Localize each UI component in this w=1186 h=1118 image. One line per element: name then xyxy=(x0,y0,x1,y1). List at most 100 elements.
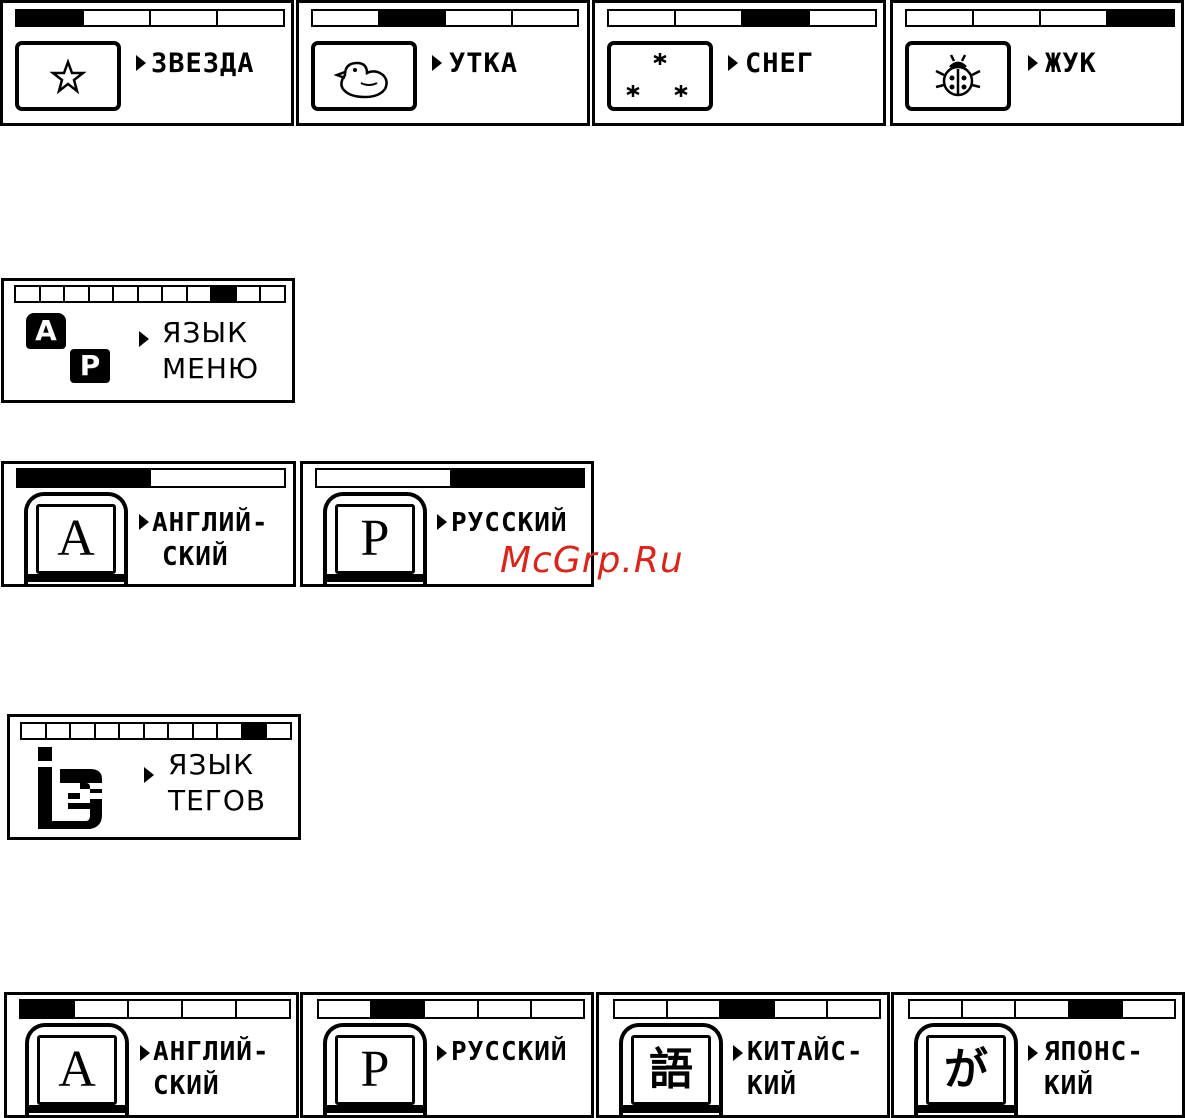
progress-segment xyxy=(513,11,578,25)
letter-glyph: P xyxy=(361,513,390,565)
watermark: McGrp.Ru xyxy=(500,540,684,581)
progress-segment xyxy=(47,724,72,738)
item-label-line2: СКИЙ xyxy=(162,540,229,574)
item-label-line1: ЯЗЫК xyxy=(168,747,254,783)
frame-shadow xyxy=(327,1105,423,1113)
duck-icon xyxy=(315,45,413,107)
icon-frame xyxy=(311,41,417,111)
lcd-screen-menu-language: A P ЯЗЫК МЕНЮ xyxy=(1,278,295,403)
frame-shadow xyxy=(29,1105,125,1113)
progress-segment xyxy=(21,1001,75,1017)
progress-segment xyxy=(114,287,139,301)
item-label-line1: АНГЛИЙ- xyxy=(153,1035,270,1069)
badge-p: P xyxy=(70,349,110,383)
progress-fill xyxy=(18,470,151,486)
progress-segment xyxy=(96,724,121,738)
lcd-screen-tag-russian: P РУССКИЙ xyxy=(300,992,594,1118)
progress-bar xyxy=(311,9,579,27)
letter-glyph: A xyxy=(57,513,95,565)
progress-segment xyxy=(1123,1001,1174,1017)
progress-bar xyxy=(16,468,286,488)
progress-bar xyxy=(15,9,285,27)
japanese-char-icon: が xyxy=(926,1035,1006,1105)
item-label-line1: ЯПОНС- xyxy=(1044,1035,1144,1069)
progress-segment xyxy=(446,11,513,25)
letter-a-icon: A xyxy=(37,1035,117,1105)
progress-bar xyxy=(315,468,585,488)
progress-segment xyxy=(218,11,283,25)
item-label-line1: КИТАЙС- xyxy=(747,1035,864,1069)
progress-segment xyxy=(676,11,743,25)
progress-segment xyxy=(319,1001,372,1017)
item-label-line1: АНГЛИЙ- xyxy=(152,506,269,540)
progress-segment xyxy=(84,11,151,25)
lcd-screen-tag-chinese: 語 КИТАЙС- КИЙ xyxy=(596,992,890,1118)
selector-arrow-icon xyxy=(432,55,442,71)
selector-arrow-icon xyxy=(144,767,154,783)
progress-segment xyxy=(974,11,1041,25)
item-label-line1: РУССКИЙ xyxy=(451,506,568,540)
language-a-p-icon: A P xyxy=(26,313,116,383)
progress-segment xyxy=(743,11,810,25)
progress-segment xyxy=(828,1001,879,1017)
item-label: СНЕГ xyxy=(745,47,814,81)
progress-segment xyxy=(615,1001,668,1017)
progress-segment xyxy=(145,724,170,738)
lcd-screen-menu-english: A АНГЛИЙ- СКИЙ xyxy=(1,461,296,587)
progress-segment xyxy=(963,1001,1016,1017)
progress-segment xyxy=(775,1001,828,1017)
selector-arrow-icon xyxy=(437,1045,447,1061)
progress-segment xyxy=(139,287,164,301)
lcd-screen-snow: СНЕГ xyxy=(592,0,886,126)
item-label-line2: КИЙ xyxy=(747,1069,797,1103)
lcd-screen-duck: УТКА xyxy=(296,0,590,126)
letter-a-icon: A xyxy=(36,504,116,574)
selector-arrow-icon xyxy=(437,514,447,530)
progress-bar xyxy=(14,285,286,303)
progress-segment xyxy=(151,11,218,25)
progress-segment xyxy=(17,11,84,25)
progress-segment xyxy=(1070,1001,1123,1017)
progress-segment xyxy=(380,11,447,25)
progress-segment xyxy=(16,287,41,301)
progress-segment xyxy=(163,287,188,301)
progress-segment xyxy=(910,1001,963,1017)
progress-segment xyxy=(183,1001,237,1017)
selector-arrow-icon xyxy=(140,1045,150,1061)
progress-segment xyxy=(532,1001,583,1017)
snow-icon xyxy=(611,45,709,107)
progress-segment xyxy=(188,287,213,301)
item-label-line1: ЯЗЫК xyxy=(162,315,248,351)
item-label: УТКА xyxy=(449,47,518,81)
frame-shadow xyxy=(918,1105,1014,1113)
letter-p-icon: P xyxy=(335,1035,415,1105)
frame-shadow xyxy=(28,574,124,582)
progress-segment xyxy=(1016,1001,1069,1017)
progress-bar xyxy=(607,9,877,27)
progress-segment xyxy=(1108,11,1173,25)
progress-bar xyxy=(905,9,1175,27)
id3-tag-icon xyxy=(36,747,116,831)
progress-segment xyxy=(267,724,290,738)
progress-segment xyxy=(261,287,284,301)
lcd-screen-beetle: ЖУК xyxy=(890,0,1184,126)
progress-segment xyxy=(65,287,90,301)
icon-frame xyxy=(607,41,713,111)
selector-arrow-icon xyxy=(139,331,149,347)
progress-bar xyxy=(613,999,881,1019)
item-label-line1: РУССКИЙ xyxy=(451,1035,568,1069)
item-label-line2: ТЕГОВ xyxy=(168,783,266,819)
star-icon xyxy=(19,45,117,107)
letter-glyph: A xyxy=(58,1044,96,1096)
progress-segment xyxy=(41,287,66,301)
progress-segment xyxy=(71,724,96,738)
item-label: ЗВЕЗДА xyxy=(151,47,255,81)
progress-bar xyxy=(317,999,585,1019)
progress-segment xyxy=(243,724,268,738)
progress-segment xyxy=(479,1001,532,1017)
progress-segment xyxy=(218,724,243,738)
item-label-line2: КИЙ xyxy=(1044,1069,1094,1103)
lcd-screen-tag-japanese: が ЯПОНС- КИЙ xyxy=(891,992,1185,1118)
lcd-screen-tag-english: A АНГЛИЙ- СКИЙ xyxy=(4,992,299,1118)
progress-segment xyxy=(129,1001,183,1017)
